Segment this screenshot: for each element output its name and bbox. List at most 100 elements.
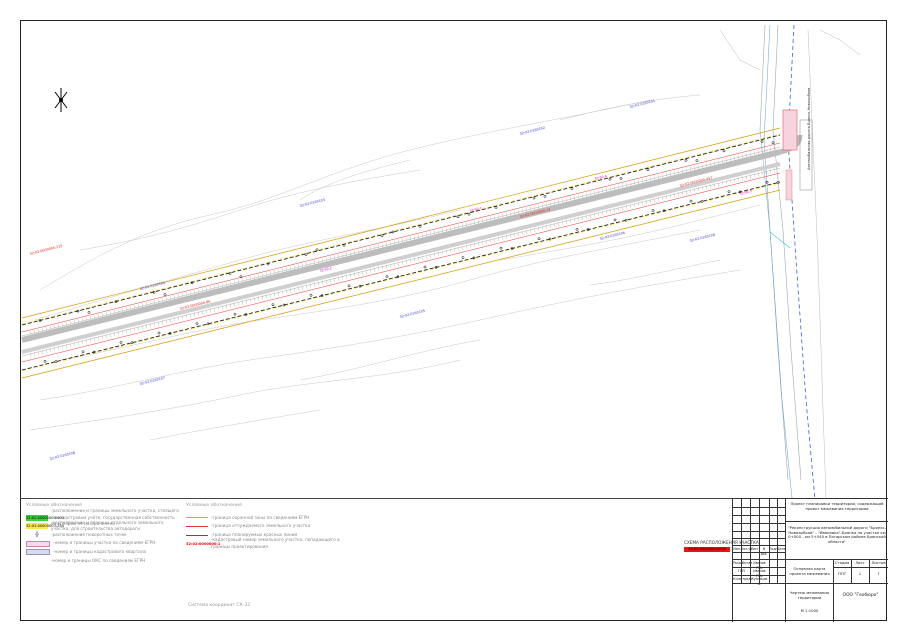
boundary-point-icon [727,190,731,193]
parcel-number-label: 32:02:0160104 [139,281,165,291]
boundary-point-icon [494,206,498,209]
legend-text: -граница планируемых красных линий [211,531,298,537]
contour-line [39,99,651,291]
boundary-point-icon [380,234,384,238]
tb-role: ГИП [738,569,745,573]
legend-right: Условные обозначения -граница охранной з… [186,503,346,549]
boundary-point-icon [434,265,438,269]
boundary-point-icon [662,209,666,213]
boundary-point-icon [320,294,324,297]
parcel-number-label: 32:02:0160107 [139,376,165,386]
parcel-number-label: 32:02:3 [739,189,752,196]
tb-object: "Реконструкция автомобильной дороги "Бря… [787,525,887,544]
boundary-point-icon [92,350,96,354]
parcel-number-label: 32:02:0160109 [689,233,715,243]
boundary-point-icon [233,312,237,316]
boundary-point-icon [228,272,232,275]
crossroad [719,24,861,501]
scheme-code: 32:02:0000000:0000 [684,547,730,552]
boundary-point-icon [646,168,650,172]
contour-line [299,159,411,201]
legend-swatch [26,558,48,564]
legend-swatch [186,534,208,536]
tb-sheet-title: Основная карта проекта межевания [789,566,830,576]
boundary-point-icon [119,341,123,344]
tb-col: N док. [760,547,768,556]
tb-stage-value: ППТ [837,571,847,576]
tb-role: Н.контроль [733,577,753,581]
contour-line [589,259,721,286]
boundary-point-icon [195,322,199,325]
legend-swatch: 32:02:0000000:1234 [26,523,64,530]
title-block: Проект планировки территории, содержащий… [732,498,888,622]
boundary-point-icon [385,275,389,278]
boundary-point-icon [266,262,270,266]
boundary-point-icon [771,141,775,145]
scheme-label: СХЕМА РАСПОЛОЖЕНИЯ УЧАСТКА 32:02:0000000… [684,540,759,552]
boundary-point-icon [510,247,514,250]
parcel-number-label: 32:02:0160101 [629,99,655,109]
legend-swatch: ⟠ [35,531,39,539]
boundary-point-icon [765,180,769,184]
boundary-point-icon [206,322,210,326]
boundary-point-icon [651,209,655,212]
contour-line [34,209,461,321]
tb-stage-label: Лист [855,560,865,565]
boundary-point-icon [309,293,313,297]
boundary-point-icon [423,265,427,269]
parcel-number-label: 32:02:4 [594,174,607,181]
parcel-number-label: 32:02:0160105 [399,309,425,319]
boundary-point-icon [537,237,541,241]
boundary-point-icon [548,237,552,241]
contour-line [79,169,421,251]
boundary-point-icon [54,360,58,363]
parcel-number-label: 32:02:0000000:86 [179,299,211,310]
boundary-point-icon [738,190,742,194]
legend-left: Условные обозначения 32:02:0000000:0000 -… [26,503,181,565]
boundary-point-icon [163,293,167,296]
boundary-point-icon [157,331,161,335]
legend-swatch: 32:02:0000000:0000 [26,514,64,521]
boundary-point-icon [499,246,503,250]
parcel-number-label: 32:02:2 [319,266,332,273]
drawing-frame [20,20,887,621]
parcel-number-label: 32:02:0000000:12 [519,207,551,218]
terrain-lines [29,94,761,441]
legend-text: -граница охранной зоны по сведениям ЕГРН [211,514,310,520]
red-line-bottom [21,181,781,371]
boundary-point-icon [38,319,42,322]
tb-stage-label: Листов [871,560,886,565]
contour-line [559,94,701,121]
legend-row: -граница отчуждаемого земельного участка [186,522,346,531]
boundary-point-icon [689,199,693,203]
tb-col: Лист [750,547,759,551]
legend-row: 32:02:0000000:1-кадастровый номер земель… [186,537,346,549]
parcel-number-label: 32:02:0160103 [299,198,325,208]
parcel-number-label: 32:02:0160106 [599,231,625,241]
boundary-point-icon [575,227,579,231]
boundary-point-icon [396,275,400,279]
road-name-label: Автомобильная дорога Брянск-Новозыбков [807,88,811,170]
legend-left-heading: Условные обозначения [26,503,82,508]
legend-text: -номер и границы кадастрового квартала [53,548,147,554]
legend-swatch: 32:02:0000000:1 [186,541,221,546]
boundary-point-icon [624,218,628,222]
legend-swatch [186,525,208,527]
boundary-point-icon [239,275,243,279]
boundary-point-icon [586,228,590,231]
legend-text: -кадастровый номер земельного участка, п… [211,537,340,549]
boundary-point-icon [418,224,422,228]
boundary-point-icon [244,313,248,316]
boundary-points [38,140,780,363]
contour-line [499,204,761,261]
tb-org: ООО "Геобюро" [842,593,879,598]
boundary-point-icon [168,331,172,335]
contour-line [149,409,321,441]
boundary-point-icon [532,196,536,200]
legend-row: -номер и границы кадастрового квартала [26,548,181,557]
legend-swatch [186,517,208,519]
contour-line [39,269,741,401]
boundary-point-icon [342,243,346,247]
